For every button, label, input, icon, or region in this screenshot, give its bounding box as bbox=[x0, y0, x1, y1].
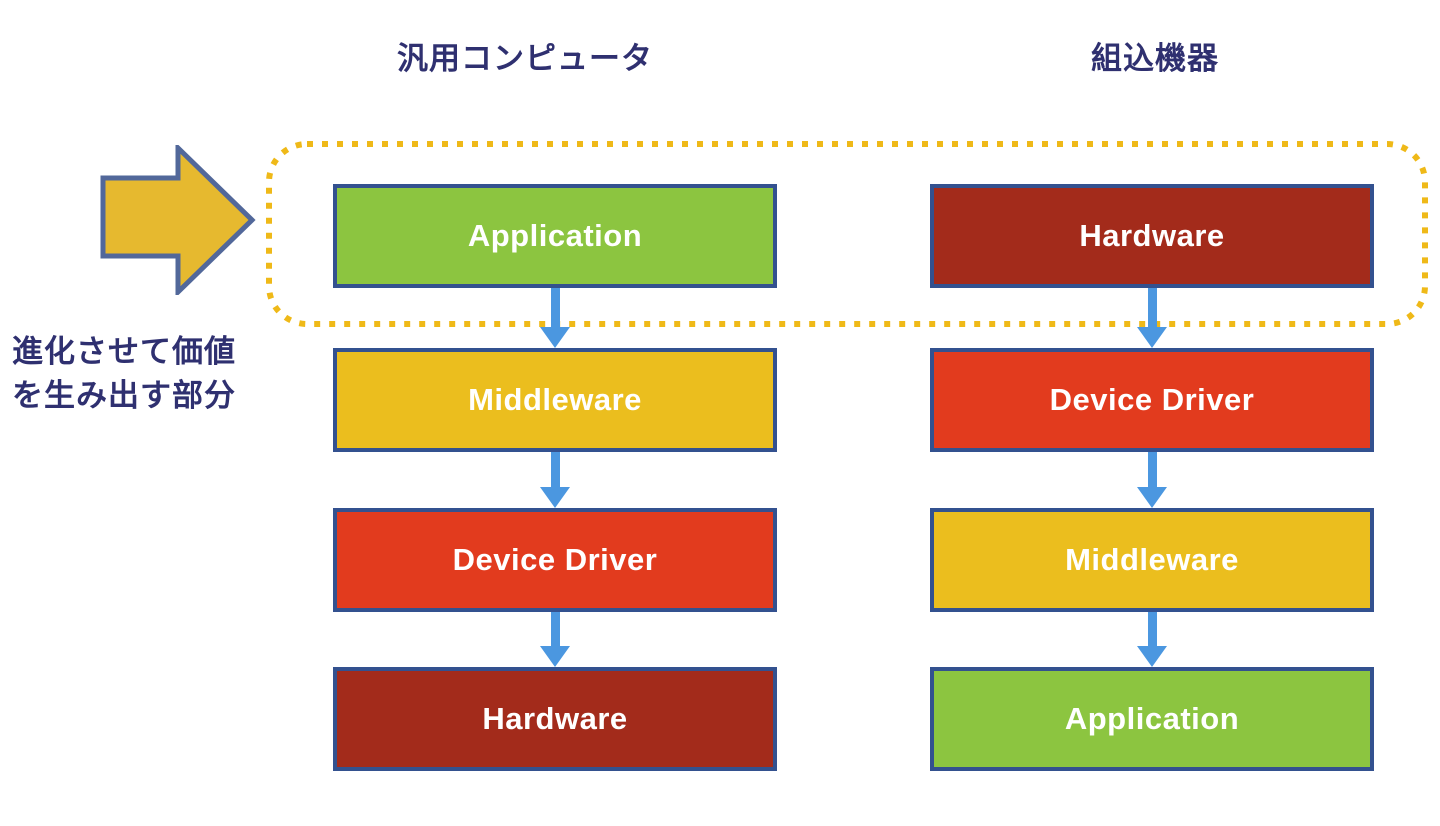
down-arrow-stem bbox=[1147, 612, 1157, 646]
layer-box-label: Device Driver bbox=[1049, 382, 1255, 417]
layer-box-label: Middleware bbox=[468, 382, 642, 417]
down-arrow-icon bbox=[540, 452, 570, 508]
down-arrow-stem bbox=[550, 452, 560, 487]
highlight-dotted-frame bbox=[266, 141, 1428, 327]
layer-box-label: Device Driver bbox=[452, 542, 658, 577]
down-arrow-head bbox=[1137, 646, 1167, 667]
layer-box-label: Hardware bbox=[1079, 218, 1225, 253]
down-arrow-icon bbox=[1137, 452, 1167, 508]
box-general-application: Application bbox=[333, 184, 777, 288]
layer-box-label: Application bbox=[1064, 701, 1240, 736]
down-arrow-head bbox=[540, 646, 570, 667]
column-title-general-computer: 汎用コンピュータ bbox=[397, 41, 653, 76]
box-general-hardware: Hardware bbox=[333, 667, 777, 771]
down-arrow-stem bbox=[550, 612, 560, 646]
box-embedded-middleware: Middleware bbox=[930, 508, 1374, 612]
layer-box-label: Application bbox=[467, 218, 643, 253]
column-title-embedded-device: 組込機器 bbox=[1091, 41, 1219, 76]
layer-box-label: Hardware bbox=[482, 701, 628, 736]
down-arrow-head bbox=[540, 327, 570, 348]
down-arrow-stem bbox=[1147, 288, 1157, 327]
down-arrow-head bbox=[1137, 487, 1167, 508]
box-general-device-driver: Device Driver bbox=[333, 508, 777, 612]
evolve-annotation-line1: 進化させて価値 bbox=[12, 334, 236, 369]
down-arrow-icon bbox=[540, 612, 570, 667]
evolve-right-arrow-icon bbox=[100, 145, 256, 295]
down-arrow-head bbox=[540, 487, 570, 508]
down-arrow-icon bbox=[540, 288, 570, 348]
box-general-middleware: Middleware bbox=[333, 348, 777, 452]
box-embedded-device-driver: Device Driver bbox=[930, 348, 1374, 452]
evolve-annotation-line2: を生み出す部分 bbox=[12, 378, 236, 413]
box-embedded-application: Application bbox=[930, 667, 1374, 771]
down-arrow-stem bbox=[1147, 452, 1157, 487]
down-arrow-stem bbox=[550, 288, 560, 327]
evolve-annotation: 進化させて価値 を生み出す部分 bbox=[12, 330, 312, 418]
box-embedded-hardware: Hardware bbox=[930, 184, 1374, 288]
down-arrow-head bbox=[1137, 327, 1167, 348]
down-arrow-icon bbox=[1137, 288, 1167, 348]
layer-box-label: Middleware bbox=[1065, 542, 1239, 577]
down-arrow-icon bbox=[1137, 612, 1167, 667]
